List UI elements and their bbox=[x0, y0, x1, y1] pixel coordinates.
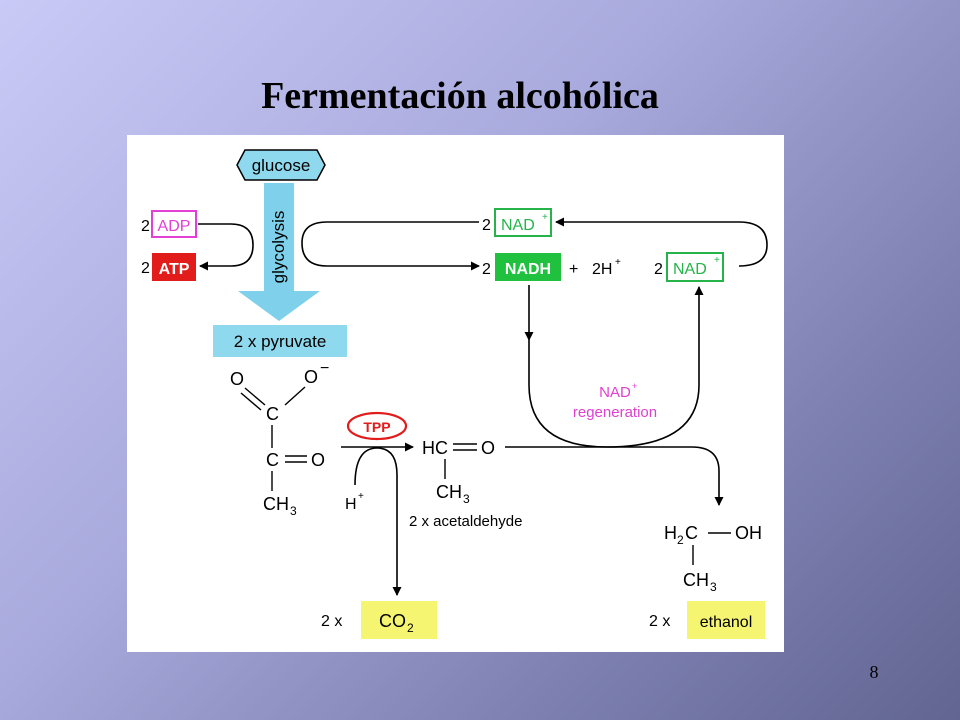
svg-text:O: O bbox=[230, 369, 244, 389]
nad-right-sup: + bbox=[714, 255, 720, 266]
atp-coefficient: 2 bbox=[141, 260, 150, 277]
nad-top-coefficient: 2 bbox=[482, 217, 491, 234]
svg-text:O: O bbox=[481, 438, 495, 458]
page-number: 8 bbox=[869, 662, 879, 682]
protons-sup: + bbox=[615, 257, 621, 268]
nad-right-box bbox=[666, 252, 724, 282]
h-plus-label: H bbox=[345, 496, 357, 513]
svg-text:C: C bbox=[266, 450, 279, 470]
svg-text:HC: HC bbox=[422, 438, 448, 458]
protons-label: 2H bbox=[592, 261, 612, 278]
adp-box bbox=[151, 210, 197, 238]
regeneration-loop bbox=[528, 286, 704, 448]
adp-coefficient: 2 bbox=[141, 218, 150, 235]
atp-box bbox=[152, 253, 196, 281]
svg-text:C: C bbox=[685, 523, 698, 543]
svg-text:3: 3 bbox=[463, 492, 470, 506]
co2-sub: 2 bbox=[407, 621, 414, 635]
co2-box bbox=[361, 601, 437, 639]
pyruvate-structure: O O − C C O CH 3 bbox=[230, 360, 329, 518]
ethanol-coefficient: 2 x bbox=[649, 613, 670, 630]
pyruvate-box bbox=[213, 325, 347, 357]
nadh-box bbox=[495, 253, 561, 281]
ethanol-label: ethanol bbox=[700, 614, 753, 631]
nad-top-sup: + bbox=[542, 212, 548, 223]
glycolysis-arrow: glycolysis bbox=[238, 183, 320, 321]
glucose-node: glucose bbox=[236, 149, 326, 181]
svg-text:O: O bbox=[311, 450, 325, 470]
svg-text:CH: CH bbox=[436, 482, 462, 502]
regen-nad-label: NAD bbox=[599, 384, 631, 401]
ethanol-structure: H 2 C OH CH 3 bbox=[664, 523, 762, 594]
svg-text:O: O bbox=[304, 367, 318, 387]
glucose-label: glucose bbox=[252, 156, 311, 175]
svg-text:3: 3 bbox=[290, 504, 297, 518]
nad-top-label: NAD bbox=[501, 217, 535, 234]
co2-coefficient: 2 x bbox=[321, 613, 342, 630]
svg-text:3: 3 bbox=[710, 580, 717, 594]
slide-title: Fermentación alcohólica bbox=[261, 75, 659, 117]
adp-label: ADP bbox=[158, 218, 191, 235]
regen-label: regeneration bbox=[573, 404, 657, 421]
glycolysis-label: glycolysis bbox=[269, 211, 288, 284]
nadh-label: NADH bbox=[505, 261, 551, 278]
svg-text:OH: OH bbox=[735, 523, 762, 543]
adp-atp-arrow bbox=[198, 223, 254, 271]
svg-text:CH: CH bbox=[263, 494, 289, 514]
h-plus-sup: + bbox=[358, 491, 364, 502]
svg-text:CH: CH bbox=[683, 570, 709, 590]
acetaldehyde-to-ethanol-arrow bbox=[505, 446, 724, 506]
svg-text:−: − bbox=[320, 360, 329, 377]
svg-text:2: 2 bbox=[677, 533, 684, 547]
nad-top-box bbox=[494, 208, 552, 237]
nad-to-nadh-arrow bbox=[301, 221, 480, 271]
ethanol-box bbox=[687, 601, 765, 639]
plus-sign: + bbox=[569, 261, 578, 278]
acetaldehyde-label: 2 x acetaldehyde bbox=[409, 513, 522, 530]
svg-text:C: C bbox=[266, 404, 279, 424]
fermentation-diagram: glucose glycolysis 2 ADP 2 ATP 2 NAD + 2… bbox=[127, 135, 784, 652]
regen-nad-sup: + bbox=[632, 381, 637, 391]
acetaldehyde-structure: HC O CH 3 bbox=[422, 438, 495, 506]
co2-label: CO bbox=[379, 611, 406, 631]
nad-return-arrow bbox=[555, 217, 768, 267]
pathway-svg: glucose glycolysis 2 ADP 2 ATP 2 NAD + 2… bbox=[141, 149, 768, 639]
nad-right-coefficient: 2 bbox=[654, 261, 663, 278]
atp-label: ATP bbox=[159, 261, 190, 278]
nadh-coefficient: 2 bbox=[482, 261, 491, 278]
tpp-oval bbox=[346, 411, 408, 441]
decarboxylation-arrow bbox=[354, 447, 402, 596]
pyruvate-label: 2 x pyruvate bbox=[234, 332, 327, 351]
tpp-label: TPP bbox=[363, 419, 390, 435]
svg-text:H: H bbox=[664, 523, 677, 543]
nad-right-label: NAD bbox=[673, 261, 707, 278]
